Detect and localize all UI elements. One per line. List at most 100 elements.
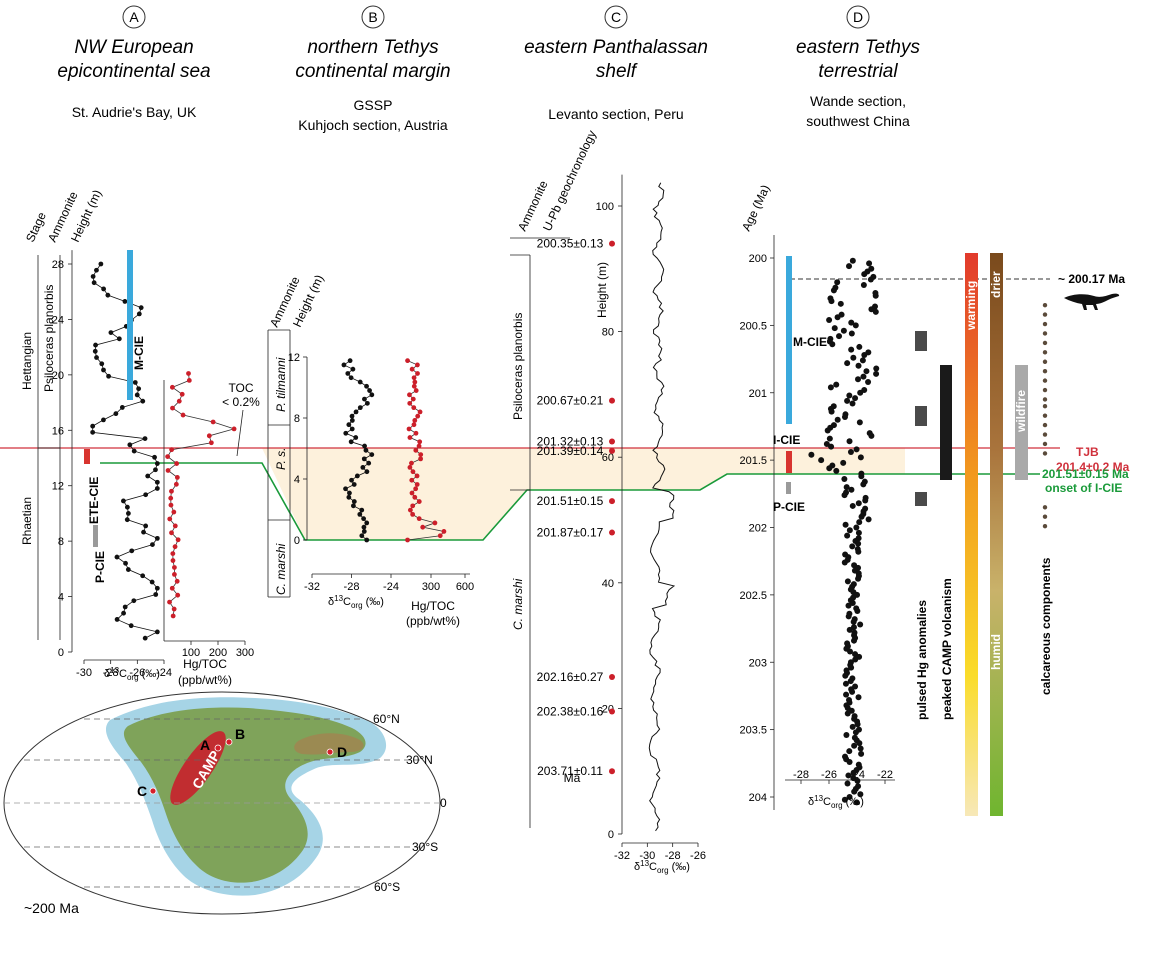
panel-b-hg-point (405, 358, 410, 364)
panel-c-d13c-label: δ13Corg (‰) (634, 859, 690, 875)
panel-d-carbon-point (846, 758, 853, 765)
calcareous-dot (1042, 523, 1048, 529)
panel-d-carbon-point (834, 416, 841, 423)
panel-d-carbon-point (846, 527, 853, 534)
panel-d-carbon-point (854, 777, 861, 784)
panel-a-carbon-point (121, 498, 126, 504)
panel-d-carbon-point (840, 459, 847, 466)
panel-b-hg-point (413, 388, 419, 393)
panel-b-carbon-point (349, 413, 355, 419)
dino-age-label: ~ 200.17 Ma (1058, 272, 1125, 286)
panel-b-hg-point (407, 435, 413, 440)
panel-d-carbon-point (855, 575, 862, 582)
panel-b-carbon-point (361, 524, 367, 530)
panel-c-y-tick-label: 80 (602, 327, 614, 339)
panel-a-hg-point (167, 599, 172, 605)
panel-a-y-tick-label: 28 (52, 259, 64, 271)
panel-d-carbon-point (837, 300, 844, 307)
panel-b-carbon-point (349, 477, 354, 483)
panel-c: Ammonite U-Pb geochronology Psiloceras p… (510, 128, 706, 875)
panel-d-carbon-point (856, 740, 863, 747)
panel-b-carbon-point (341, 362, 347, 368)
warming-bar (965, 253, 978, 816)
header-a-title-2: epicontinental sea (57, 61, 210, 82)
panel-c-upb-ages: 200.35±0.13200.67±0.21201.32±0.13201.39±… (537, 237, 615, 778)
panel-b-hg-point (405, 537, 410, 543)
panel-d-carbon-point (849, 543, 856, 550)
panel-a-carbon-point (154, 479, 160, 485)
panel-a-y-tick-label: 16 (52, 425, 64, 437)
panel-b-hg-point (409, 477, 415, 483)
panel-a-carbon-point (92, 348, 98, 354)
upb-age-point (609, 768, 615, 775)
panel-c-carbon-line (648, 182, 676, 832)
panel-a-carbon-point (138, 305, 144, 311)
p-cie-label-a: P-CIE (93, 551, 107, 583)
panel-a-carbon-point (101, 417, 106, 423)
panel-d-carbon-point (842, 680, 849, 687)
panel-a-carbon-point (127, 442, 133, 448)
panel-b-carbon-point (361, 456, 367, 462)
calcareous-dot (1042, 441, 1048, 447)
panel-b-hg-tick-label: 600 (456, 581, 474, 593)
panel-b-hg-point (418, 452, 424, 457)
panel-b-carbon-point (357, 379, 363, 385)
panel-d-carbon-point (850, 769, 857, 776)
panel-d-carbon-point (851, 788, 858, 795)
panel-b-carbon-point (346, 422, 352, 428)
panel-a-hg-point (186, 378, 192, 383)
calcareous-dot (1042, 413, 1048, 418)
calcareous-dot (1042, 340, 1048, 346)
panel-b-y-tick-label: 12 (288, 352, 300, 364)
m-cie-label: M-CIE (132, 336, 146, 370)
panel-c-x-tick-label: -28 (665, 850, 681, 862)
panel-b-hg-point (417, 439, 423, 445)
calcareous-dot (1042, 302, 1048, 308)
panel-d-carbon-point (867, 276, 874, 283)
panel-b-carbon-point (351, 503, 356, 509)
calcareous-dot (1042, 404, 1048, 409)
panel-b-carbon-point (347, 490, 352, 496)
panel-d-carbon-point (853, 446, 860, 453)
panel-a-carbon-point (122, 604, 128, 610)
panel-d-carbon-point (860, 281, 867, 288)
panel-d-carbon-point (842, 672, 849, 679)
panel-a-hg-point (172, 565, 177, 570)
panel-a-hg-point (169, 585, 175, 591)
header-c: C eastern Panthalassan shelf Levanto sec… (524, 5, 708, 122)
panel-a-carbon-point (114, 617, 120, 622)
panel-b-hg-label-1: Hg/TOC (411, 599, 455, 613)
panel-a-carbon-point (90, 274, 96, 279)
panel-a-hg-point (168, 502, 174, 508)
panel-d-carbon-point (824, 427, 831, 434)
panel-a-carbon-point (143, 492, 149, 498)
panel-a-x-tick-label: -28 (103, 667, 119, 679)
hettangian-label: Hettangian (20, 332, 34, 390)
panel-d-carbon-point (849, 502, 856, 509)
panel-d-carbon-point (861, 271, 868, 278)
panel-d-carbon-point (849, 688, 856, 695)
panel-d-carbon-point (843, 691, 850, 698)
panel-d-carbon-point (836, 333, 843, 340)
humid-label: humid (989, 634, 1003, 670)
panel-a-carbon-point (98, 261, 104, 267)
panel-d-carbon-point (849, 723, 856, 730)
panel-d-carbon-point (858, 750, 865, 757)
panel-a-carbon-point (94, 355, 99, 360)
toc-label-2: < 0.2% (222, 395, 260, 409)
header-d-subtitle-1: Wande section, (810, 93, 906, 109)
panel-b-hg-point (407, 465, 413, 470)
c-marshi-label-c: C. marshi (511, 578, 525, 630)
upb-age-label: 201.51±0.15 (537, 494, 604, 508)
panel-b-carbon-point (343, 430, 349, 436)
lat-30s: 30°S (412, 840, 438, 854)
panel-d-carbon-point (868, 306, 875, 313)
panel-d-carbon-point (848, 319, 855, 326)
panel-d-carbon-point (846, 263, 853, 270)
panel-d-carbon-point (841, 414, 848, 421)
paleogeographic-map: CAMP A B C D 60°N 30°N 0 30°S 60°S ~200 … (3, 691, 447, 916)
header-d: D eastern Tethys terrestrial Wande secti… (796, 5, 920, 129)
panel-d-carbon-point (841, 559, 848, 566)
panel-d-y-tick-label: 200.5 (739, 320, 767, 332)
